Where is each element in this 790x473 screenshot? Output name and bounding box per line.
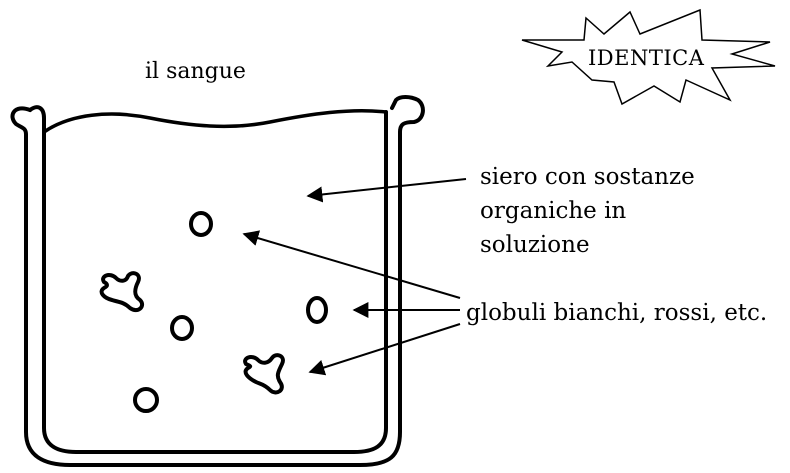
liquid-surface bbox=[42, 109, 388, 134]
red-blood-cell bbox=[189, 211, 213, 237]
starburst-badge bbox=[521, 8, 776, 106]
white-blood-cell bbox=[99, 271, 145, 313]
badge-label: IDENTICA bbox=[588, 46, 705, 70]
siero-label-line1: siero con sostanze bbox=[480, 164, 695, 190]
red-blood-cell bbox=[170, 315, 194, 341]
siero-label-line3: soluzione bbox=[480, 232, 590, 258]
arrow-globuli-3 bbox=[308, 323, 461, 376]
arrow-siero bbox=[306, 178, 467, 203]
beaker-inner-wall bbox=[42, 110, 388, 454]
globuli-label: globuli bianchi, rossi, etc. bbox=[466, 300, 768, 326]
arrow-globuli-1 bbox=[242, 230, 461, 299]
diagram-title: il sangue bbox=[145, 59, 246, 84]
beaker-outer-wall bbox=[10, 95, 425, 467]
red-blood-cell bbox=[133, 387, 159, 413]
red-blood-cell bbox=[306, 296, 328, 324]
beaker-left-lip bbox=[28, 105, 46, 132]
siero-label-line2: organiche in bbox=[480, 198, 627, 224]
white-blood-cell bbox=[243, 353, 285, 395]
